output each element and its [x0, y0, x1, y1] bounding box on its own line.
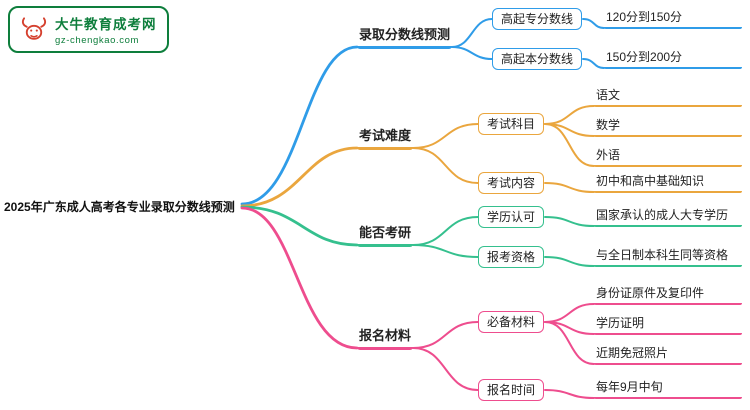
node-degree-recognition[interactable]: 学历认可	[478, 206, 545, 228]
connector	[240, 206, 359, 350]
connector	[544, 105, 595, 125]
node-vocational-score-line[interactable]: 高起专分数线	[492, 8, 583, 30]
connector	[240, 45, 359, 206]
branch-registration-materials[interactable]: 报名材料	[357, 328, 414, 350]
connector	[412, 347, 479, 391]
leaf-equal-qualification[interactable]: 与全日制本科生同等资格	[594, 248, 742, 267]
leaf-subject-chinese[interactable]: 语文	[594, 88, 742, 107]
leaf-mid-september[interactable]: 每年9月中旬	[594, 380, 742, 399]
connector	[412, 321, 479, 349]
connector	[544, 321, 595, 365]
connector	[544, 303, 595, 323]
branch-exam-difficulty[interactable]: 考试难度	[357, 128, 414, 150]
leaf-subject-foreign-language[interactable]: 外语	[594, 148, 742, 167]
connector	[412, 244, 479, 258]
leaf-recent-photo[interactable]: 近期免冠照片	[594, 346, 742, 365]
leaf-id-card[interactable]: 身份证原件及复印件	[594, 286, 742, 305]
leaf-vocational-range[interactable]: 120分到150分	[604, 10, 742, 29]
leaf-subject-math[interactable]: 数学	[594, 118, 742, 137]
connector	[451, 46, 493, 60]
connector	[544, 389, 595, 399]
connector	[544, 123, 595, 167]
branch-score-prediction[interactable]: 录取分数线预测	[357, 27, 453, 49]
bull-logo-icon	[21, 16, 47, 40]
connector	[240, 146, 359, 208]
connector	[412, 147, 479, 184]
node-registration-time[interactable]: 报名时间	[478, 379, 545, 401]
node-application-qualification[interactable]: 报考资格	[478, 246, 545, 268]
node-exam-content[interactable]: 考试内容	[478, 172, 545, 194]
connector	[544, 216, 595, 227]
connector	[544, 256, 595, 267]
connector	[451, 18, 493, 48]
logo-brand-text: 大牛教育成考网	[55, 17, 157, 32]
leaf-basic-knowledge[interactable]: 初中和高中基础知识	[594, 174, 742, 193]
connector	[544, 182, 595, 193]
connector	[240, 205, 359, 247]
logo-domain-text: gz-chengkao.com	[55, 35, 139, 46]
connector	[582, 58, 605, 69]
connector	[582, 18, 605, 29]
logo-text-block: 大牛教育成考网 gz-chengkao.com	[55, 13, 157, 46]
connector	[412, 216, 479, 246]
leaf-education-certificate[interactable]: 学历证明	[594, 316, 742, 335]
leaf-state-recognized-degree[interactable]: 国家承认的成人大专学历	[594, 208, 742, 227]
node-bachelor-score-line[interactable]: 高起本分数线	[492, 48, 583, 70]
node-required-materials[interactable]: 必备材料	[478, 311, 545, 333]
root-topic[interactable]: 2025年广东成人高考各专业录取分数线预测	[4, 200, 235, 214]
branch-postgraduate-eligibility[interactable]: 能否考研	[357, 225, 414, 247]
connector	[412, 123, 479, 149]
node-exam-subjects[interactable]: 考试科目	[478, 113, 545, 135]
site-logo: 大牛教育成考网 gz-chengkao.com	[8, 6, 169, 53]
leaf-bachelor-range[interactable]: 150分到200分	[604, 50, 742, 69]
